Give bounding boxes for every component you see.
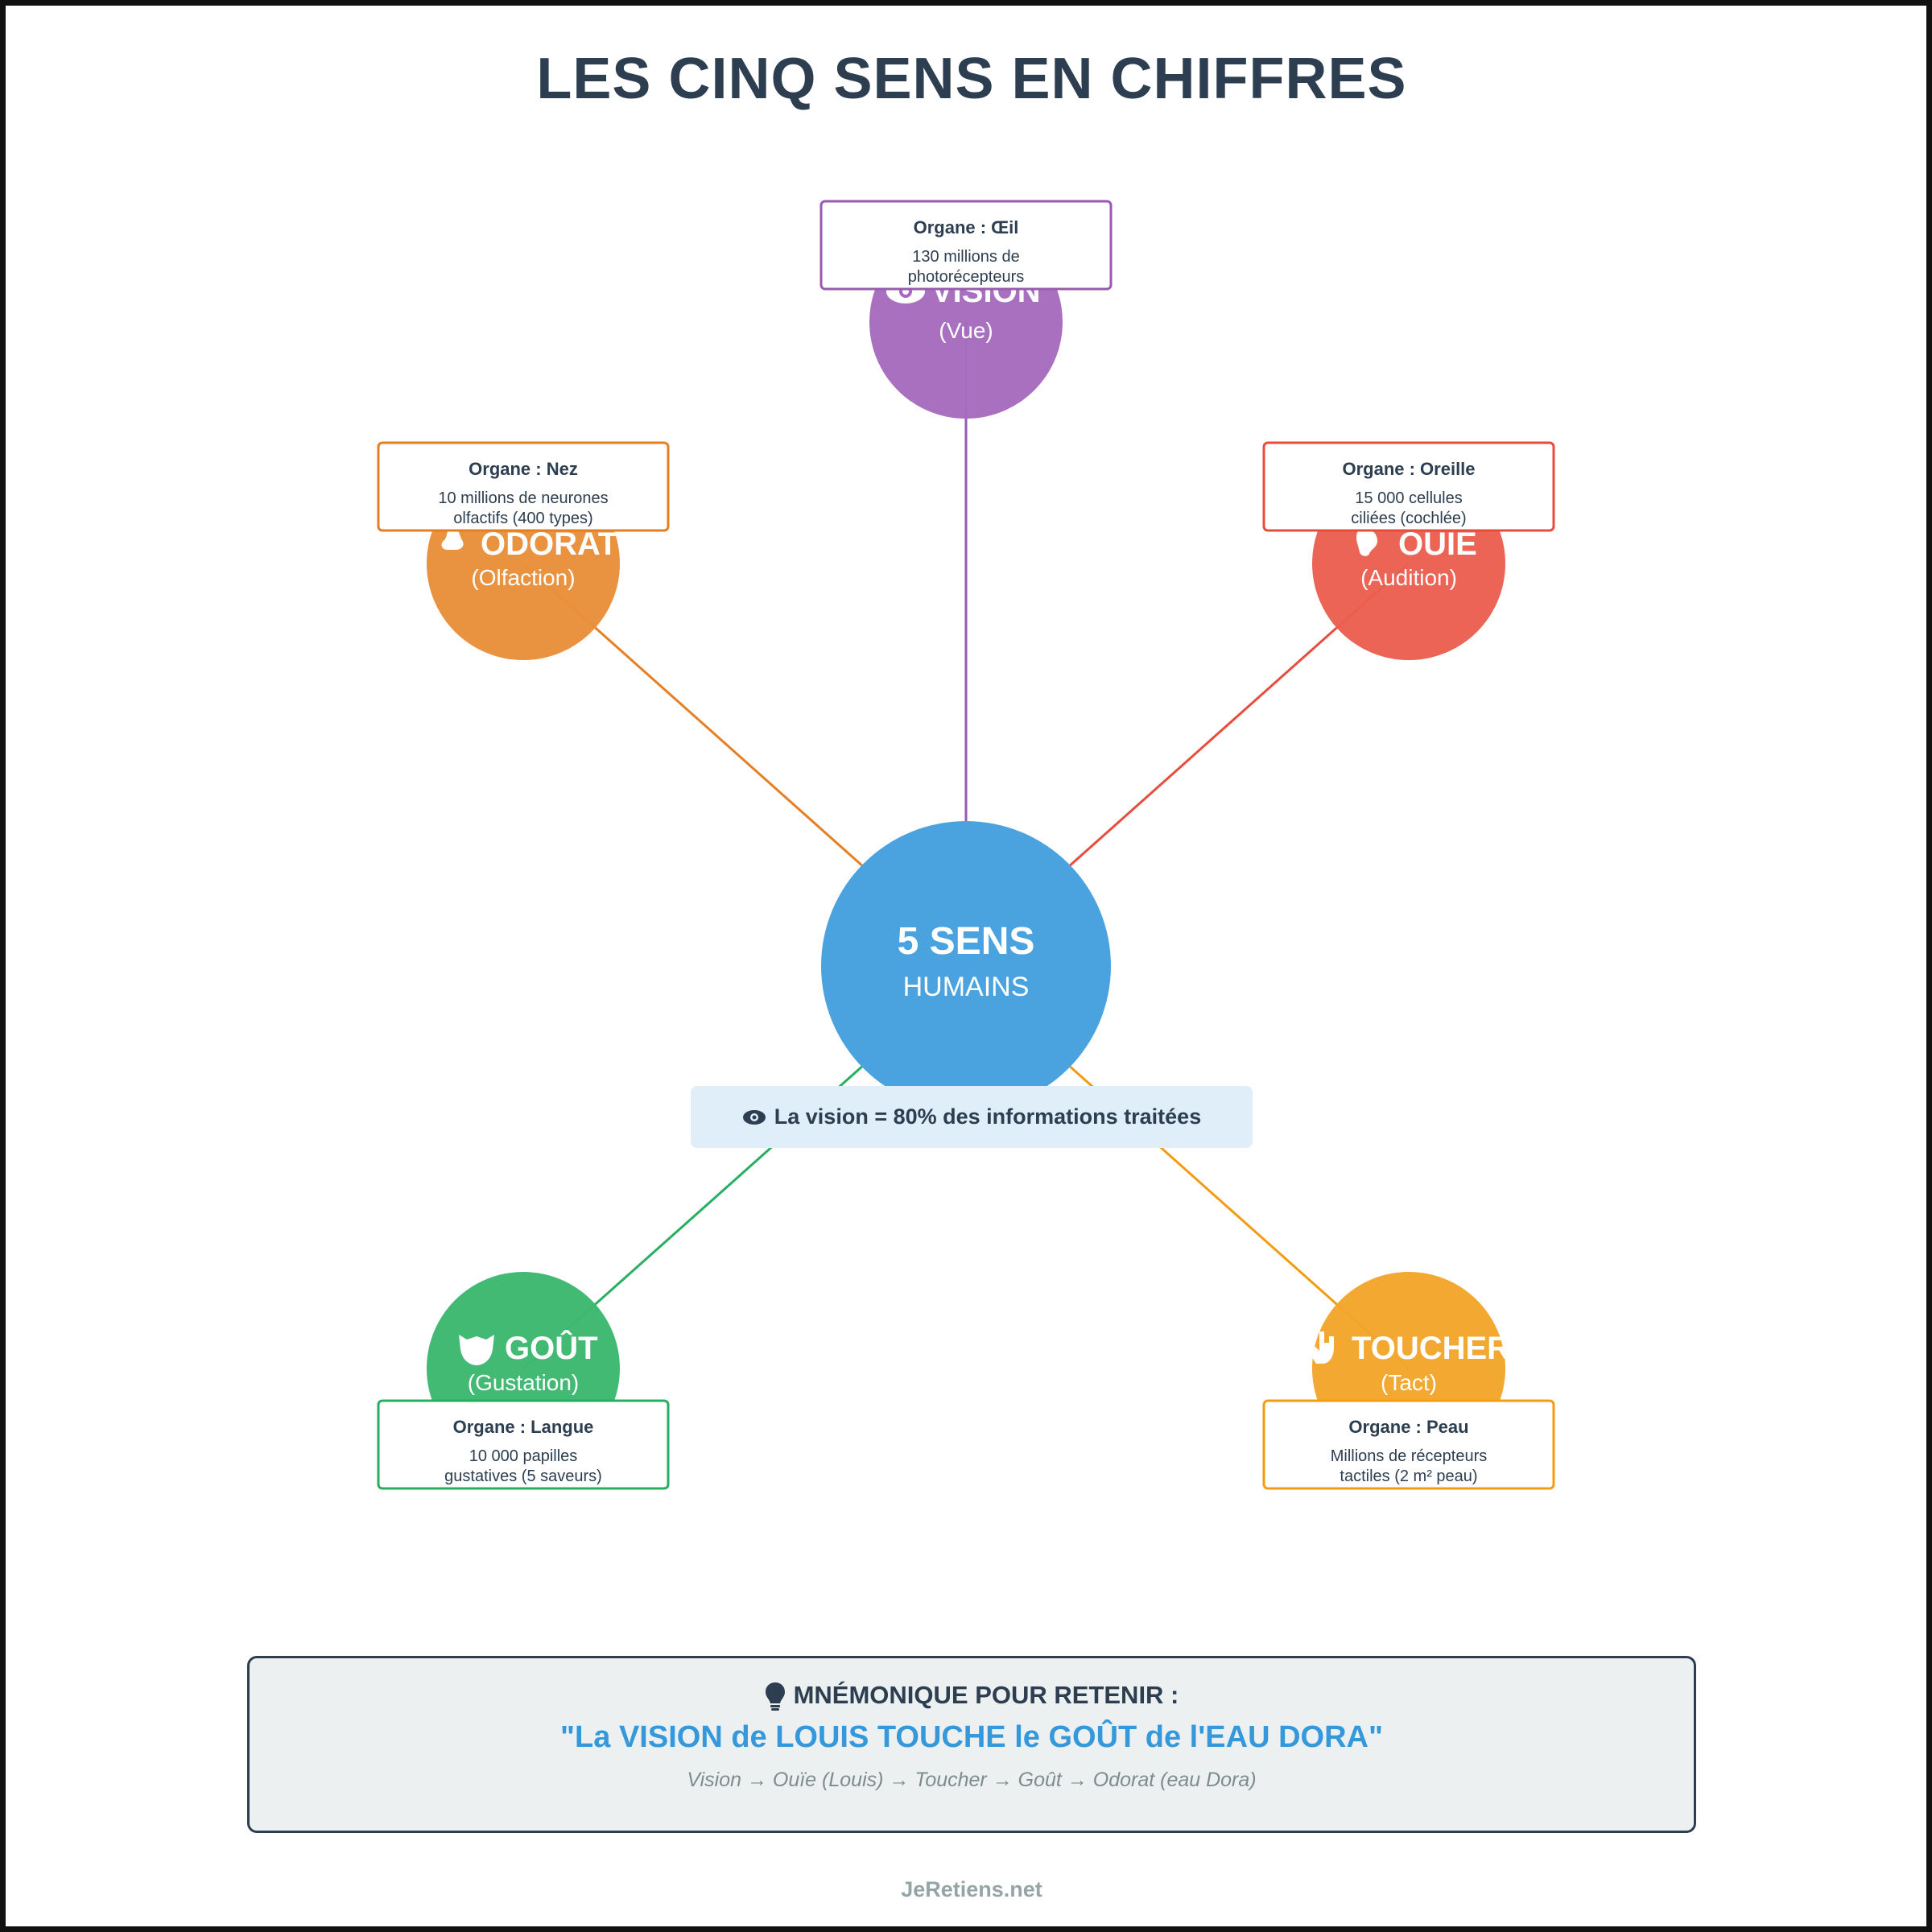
sense-sub-gout: (Gustation) [468, 1370, 580, 1395]
card-line1-toucher: Millions de récepteurs [1331, 1447, 1488, 1465]
card-line1-odorat: 10 millions de neurones [438, 489, 608, 507]
sense-name-gout: GOÛT [505, 1329, 598, 1366]
info-card-vision: Organe : Œil 130 millions de photorécept… [819, 200, 1113, 291]
info-card-ouie: Organe : Oreille 15 000 cellules ciliées… [1262, 441, 1555, 532]
card-title-odorat: Organe : Nez [469, 459, 578, 479]
info-card-odorat: Organe : Nez 10 millions de neurones olf… [377, 441, 670, 532]
card-line1-gout: 10 000 papilles [469, 1447, 578, 1465]
center-subtitle: HUMAINS [903, 972, 1030, 1002]
mnemonic-phrase: "La VISION de LOUIS TOUCHE le GOÛT de l'… [560, 1720, 1383, 1754]
sense-sub-ouie: (Audition) [1360, 565, 1457, 590]
card-line2-vision: photorécepteurs [908, 268, 1025, 286]
lightbulb-icon [765, 1682, 785, 1711]
card-title-vision: Organe : Œil [914, 217, 1019, 237]
mnemonic-heading-text: MNÉMONIQUE POUR RETENIR : [793, 1681, 1179, 1709]
center-title: 5 SENS [898, 920, 1035, 963]
card-line2-ouie: ciliées (cochlée) [1351, 510, 1466, 527]
senses-diagram: VISION (Vue) ODORAT (Olfaction) OUÏE [377, 200, 1555, 1490]
tongue-icon [459, 1335, 494, 1365]
sense-sub-toucher: (Tact) [1381, 1370, 1437, 1395]
sense-sub-vision: (Vue) [939, 318, 993, 343]
sense-sub-odorat: (Olfaction) [471, 565, 575, 590]
page-title: LES CINQ SENS EN CHIFFRES [536, 47, 1407, 111]
card-line1-vision: 130 millions de [912, 248, 1019, 266]
card-title-gout: Organe : Langue [453, 1417, 594, 1437]
sense-name-odorat: ODORAT [481, 526, 617, 562]
center-node: 5 SENS HUMAINS [821, 821, 1111, 1111]
card-title-toucher: Organe : Peau [1348, 1417, 1468, 1437]
footer-brand: JeRetiens.net [901, 1877, 1042, 1901]
vision-fact-text: La vision = 80% des informations traitée… [774, 1104, 1202, 1129]
mnemonic-heading: MNÉMONIQUE POUR RETENIR : [250, 1681, 1694, 1712]
card-line1-ouie: 15 000 cellules [1355, 489, 1462, 507]
info-card-toucher: Organe : Peau Millions de récepteurs tac… [1262, 1399, 1555, 1490]
eye-icon [742, 1109, 766, 1125]
vision-fact-banner: La vision = 80% des informations traitée… [691, 1086, 1253, 1148]
card-line2-toucher: tactiles (2 m² peau) [1340, 1468, 1477, 1485]
mnemonic-box: MNÉMONIQUE POUR RETENIR : "La VISION de … [247, 1656, 1696, 1833]
info-card-gout: Organe : Langue 10 000 papilles gustativ… [377, 1399, 670, 1490]
sense-name-toucher: TOUCHER [1352, 1331, 1510, 1366]
card-title-ouie: Organe : Oreille [1342, 459, 1475, 479]
mnemonic-order: Vision → Ouïe (Louis) → Toucher → Goût →… [687, 1769, 1257, 1791]
ear-icon [1356, 528, 1377, 556]
card-line2-gout: gustatives (5 saveurs) [444, 1468, 602, 1485]
card-line2-odorat: olfactifs (400 types) [453, 510, 592, 527]
hand-icon [1312, 1331, 1334, 1364]
sense-name-ouie: OUÏE [1398, 526, 1477, 562]
